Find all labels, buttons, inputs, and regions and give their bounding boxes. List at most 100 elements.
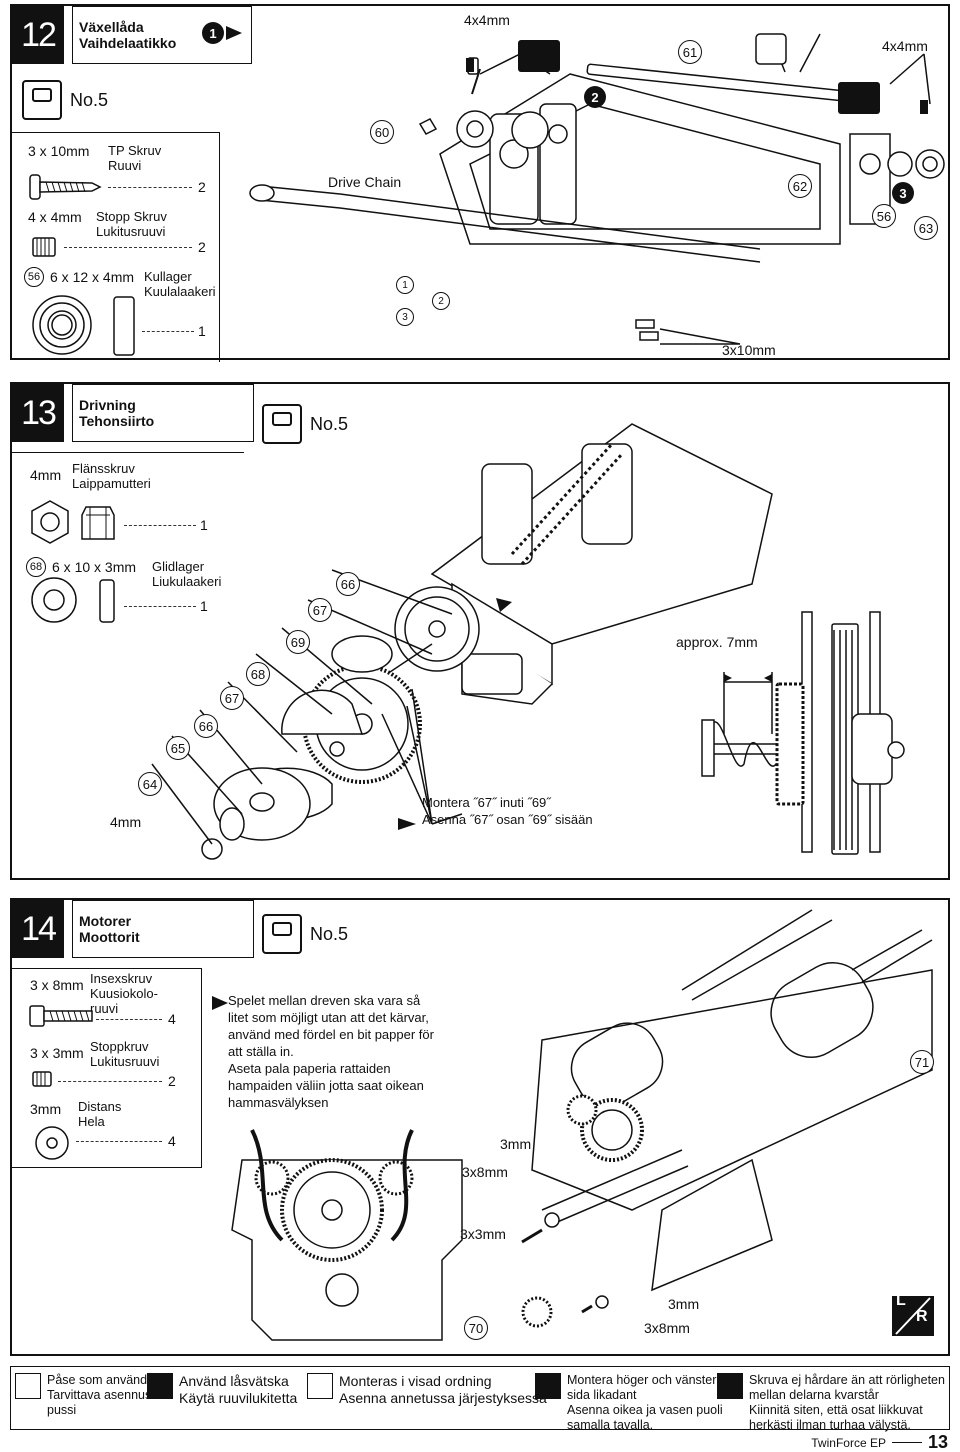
bag-icon [15, 1373, 41, 1399]
bag-indicator: No.5 [262, 404, 348, 444]
dash-line [108, 187, 192, 188]
step-title: Motorer Moottorit [72, 900, 254, 958]
gearbox-assembly-drawing [249, 33, 945, 345]
part-size: 4mm [30, 467, 62, 483]
part-callout-70: 70 [464, 1316, 488, 1340]
part-size: 6 x 12 x 4mm [50, 269, 135, 285]
screw-label: 3x8mm [462, 1164, 508, 1180]
arrow-right-icon [226, 26, 242, 40]
title-fi: Vaihdelaatikko [79, 35, 177, 51]
bag-number: No.5 [310, 923, 349, 944]
step-number: 13 [12, 384, 64, 442]
part-qty: 2 [168, 1073, 176, 1089]
footer-rule [891, 1442, 922, 1443]
part-callout-71: 71 [910, 1050, 934, 1074]
hex-screw-icon [29, 1005, 93, 1027]
part-callout-56: 56 [872, 204, 896, 228]
bag-indicator: No.5 [262, 914, 348, 954]
title-sv: Drivning [79, 397, 136, 413]
bag-icon [262, 914, 302, 954]
dash-line [124, 525, 196, 526]
part-qty: 1 [200, 517, 208, 533]
drive-assembly-drawing [151, 423, 905, 860]
order-icon [307, 1373, 333, 1399]
spacer-label: 3mm [668, 1296, 700, 1312]
bag-icon [262, 404, 302, 444]
screw-label: 3x8mm [644, 1320, 690, 1336]
title-sv: Växellåda [79, 19, 144, 35]
sequence-3: 3 [892, 182, 914, 204]
step-title: Växellåda Vaihdelaatikko [72, 6, 252, 64]
part-qty: 4 [168, 1133, 176, 1149]
title-fi: Moottorit [79, 929, 140, 945]
part-qty: 1 [198, 323, 206, 339]
part-size: 4 x 4mm [28, 209, 82, 225]
note-sv: Montera ˝67˝ inuti ˝69˝ [422, 795, 551, 810]
part-ref: 68 [26, 557, 46, 577]
bearing-icon [32, 295, 135, 356]
step-12-panel: 12 Växellåda Vaihdelaatikko 1 No.5 3 x 1… [10, 4, 950, 362]
part-callout-66b: 66 [336, 572, 360, 596]
flange-nut-icon [31, 500, 115, 544]
step-title: Drivning Tehonsiirto [72, 384, 254, 442]
step-13-panel: 13 Drivning Tehonsiirto No.5 4mm Flänssk… [10, 382, 950, 880]
assembly-note: Montera ˝67˝ inuti ˝69˝ Asenna ˝67˝ osan… [422, 794, 593, 828]
part-callout-68: 68 [246, 662, 270, 686]
part-size: 6 x 10 x 3mm [52, 559, 137, 575]
page-footer: TwinForce EP 13 [811, 1432, 948, 1452]
bag-number: No.5 [310, 413, 349, 434]
tapping-screw-icon [29, 174, 102, 200]
step-number: 14 [12, 900, 64, 958]
page-number: 13 [927, 1432, 948, 1452]
dash-line [124, 606, 196, 607]
dash-line [76, 1141, 162, 1142]
sequence-2: 2 [584, 86, 606, 108]
part-callout-67: 67 [220, 686, 244, 710]
part-callout-63: 63 [914, 216, 938, 240]
step-number: 12 [12, 6, 64, 64]
plain-bearing-icon [31, 577, 115, 623]
part-callout-66: 66 [194, 714, 218, 738]
motor-assembly-drawing [231, 909, 934, 1341]
order-1: 1 [396, 276, 414, 294]
title-fi: Tehonsiirto [79, 413, 155, 429]
setscrew-label: 4x4mm [464, 12, 510, 28]
bag-number: No.5 [70, 89, 109, 110]
arrow-right-icon [212, 996, 228, 1010]
part-callout-61: 61 [678, 40, 702, 64]
part-qty: 4 [168, 1011, 176, 1027]
part-callout-60: 60 [370, 120, 394, 144]
bag-icon [22, 80, 62, 120]
mesh-note: Spelet mellan dreven ska vara så litet s… [228, 993, 434, 1110]
order-3: 3 [396, 308, 414, 326]
note-fi: Asenna ˝67˝ osan ˝69˝ sisään [422, 812, 593, 827]
spacer-icon [35, 1126, 69, 1160]
setscrew-label: 4x4mm [882, 38, 928, 54]
screw-label: 3x10mm [722, 342, 776, 358]
step-14-panel: 14 Motorer Moottorit No.5 3 x 8mm Insexs… [10, 898, 950, 1356]
drive-chain-label: Drive Chain [328, 174, 402, 190]
part-size: 3 x 8mm [30, 977, 84, 993]
order-2: 2 [432, 292, 450, 310]
part-ref: 56 [24, 267, 44, 287]
spacer-label: 3mm [500, 1136, 532, 1152]
part-callout-65: 65 [166, 736, 190, 760]
lr-right: R [916, 1308, 928, 1325]
bag-indicator: No.5 [22, 80, 108, 120]
dash-line [64, 247, 192, 248]
